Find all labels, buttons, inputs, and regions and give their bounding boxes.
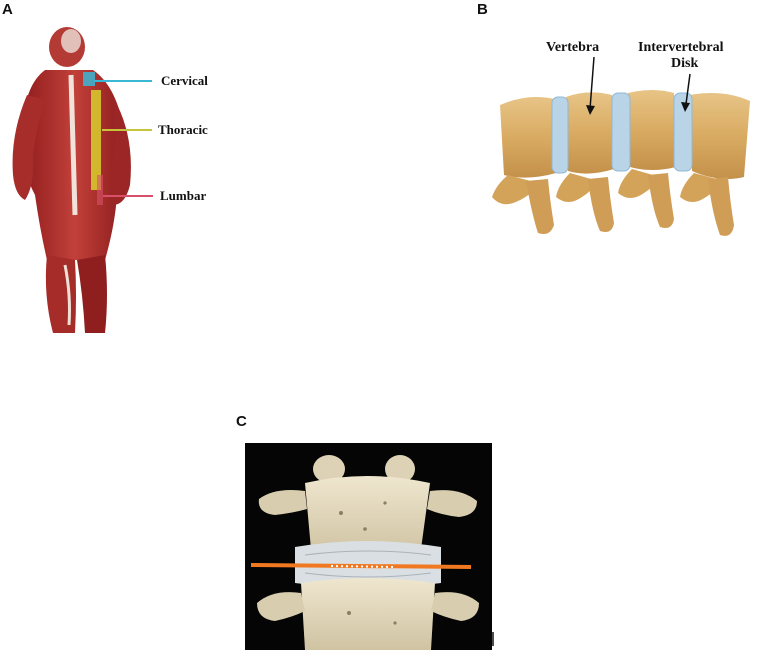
vertebrae-disc-photo [245, 443, 492, 650]
intervertebral-disk-label-line2: Disk [671, 56, 699, 71]
vertebra-arrow [586, 56, 595, 115]
lumbar-label: Lumbar [160, 188, 207, 203]
panel-c-corner-tick [492, 632, 494, 646]
panel-a-letter: A [2, 1, 13, 18]
cervical-leader-line [94, 80, 152, 82]
panel-b-letter: B [477, 1, 488, 18]
disk-arrow [681, 73, 691, 112]
thoracic-leader-line [102, 129, 152, 131]
panel-c-letter: C [236, 413, 247, 430]
muscular-back-figure [12, 27, 131, 333]
intervertebral-disk-label-line1: Intervertebral [638, 40, 724, 55]
vertebra-label: Vertebra [546, 40, 600, 55]
lumbar-leader-line [103, 195, 153, 197]
vertebral-column-illustration [492, 90, 750, 236]
cervical-label: Cervical [161, 73, 208, 88]
thoracic-label: Thoracic [158, 122, 208, 137]
